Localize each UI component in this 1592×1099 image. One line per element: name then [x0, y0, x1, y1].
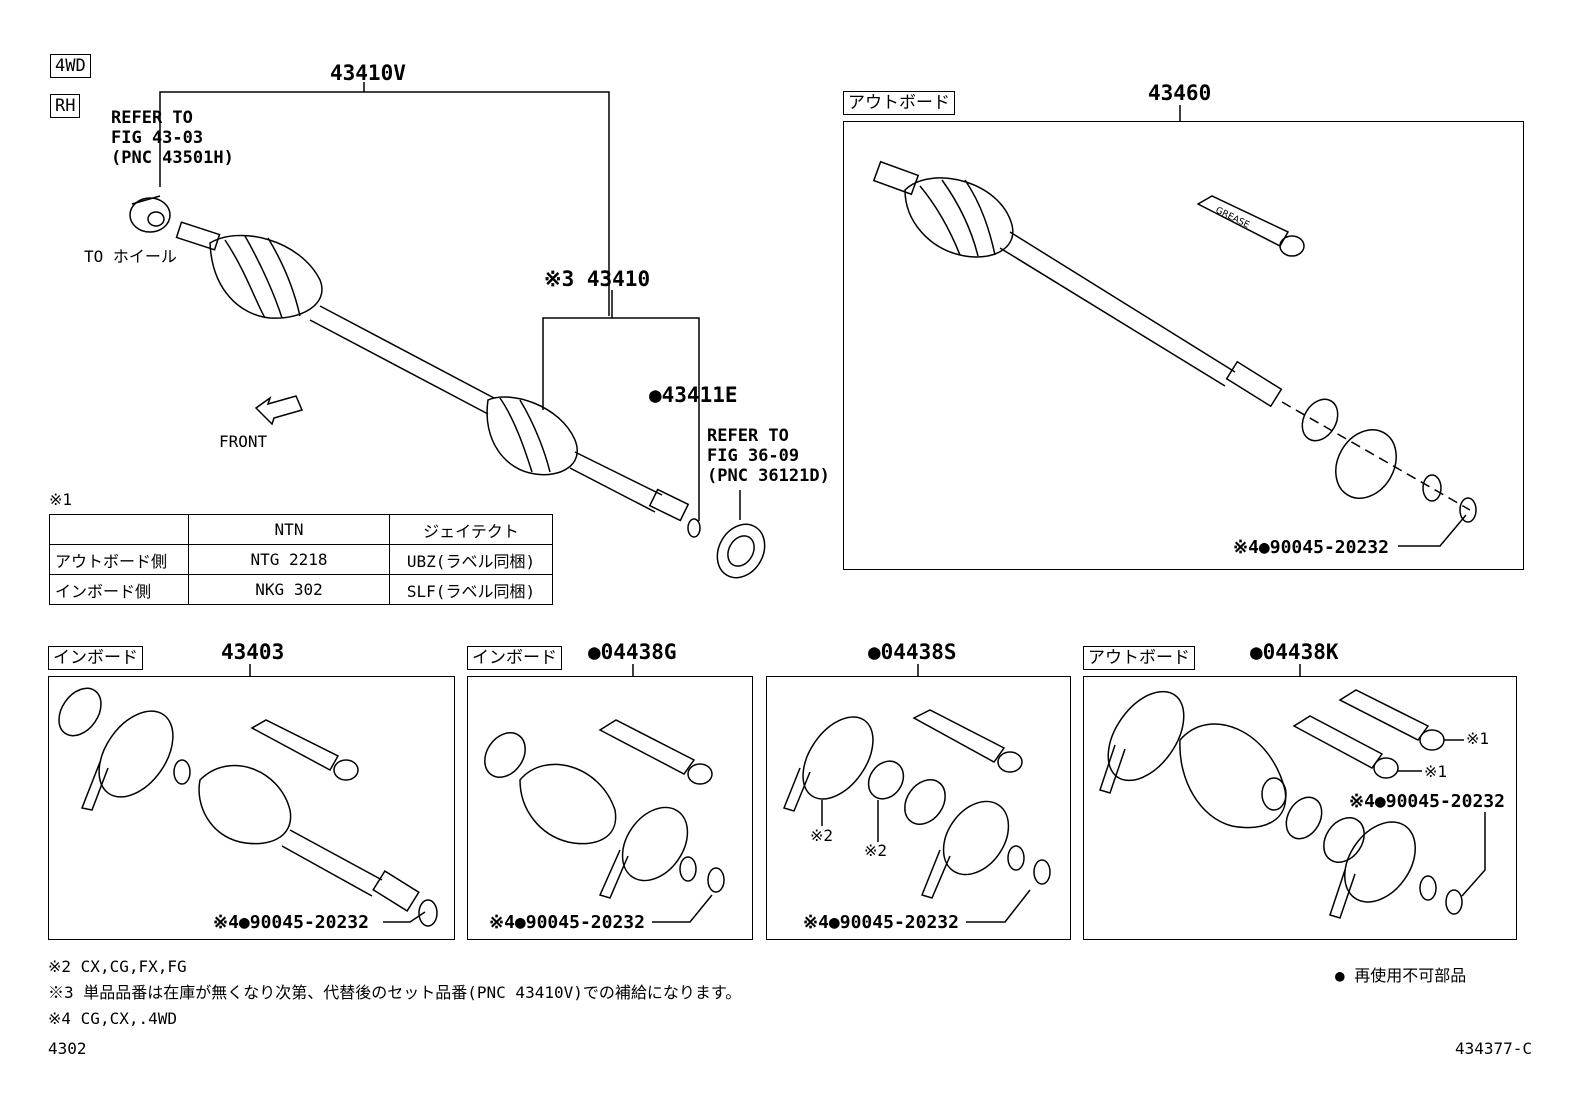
table-header-cell [49, 514, 189, 545]
coupler-spec-table: NTN ジェイテクト アウトボード側 NTG 2218 UBZ(ラベル同梱) イ… [49, 514, 553, 605]
panel-04438g-callout[interactable]: ※4●90045-20232 [489, 912, 645, 933]
figure-code: 434377-C [1455, 1039, 1533, 1058]
note-2-b: ※2 [864, 841, 888, 860]
refer-to-fig-43-03[interactable]: REFER TO FIG 43-03 (PNC 43501H) [111, 108, 234, 168]
pnc-04438s[interactable]: ●04438S [868, 640, 957, 664]
panel-43403-callout[interactable]: ※4●90045-20232 [213, 912, 369, 933]
note-1-b: ※1 [1424, 762, 1448, 781]
panel-43460-tag: アウトボード [843, 91, 955, 115]
to-wheel-label: TO ホイール [84, 247, 177, 266]
table-note: ※1 [49, 490, 73, 509]
pnc-43410[interactable]: ※3 43410 [544, 267, 651, 291]
panel-04438g [467, 676, 753, 940]
note-2-a: ※2 [810, 826, 834, 845]
panel-04438s-callout[interactable]: ※4●90045-20232 [803, 912, 959, 933]
footnote-3: ※3 単品品番は在庫が無くなり次第、代替後のセット品番(PNC 43410V)で… [48, 983, 742, 1002]
pnc-43403[interactable]: 43403 [221, 640, 285, 664]
note-1-a: ※1 [1466, 729, 1490, 748]
table-header-cell: ジェイテクト [389, 514, 553, 545]
table-cell: SLF(ラベル同梱) [389, 574, 553, 605]
badge-4wd: 4WD [50, 54, 91, 78]
panel-04438k [1083, 676, 1517, 940]
pnc-43411e[interactable]: ●43411E [649, 383, 738, 407]
panel-04438k-tag: アウトボード [1083, 646, 1195, 670]
panel-43403-tag: インボード [48, 646, 143, 670]
front-label: FRONT [219, 432, 268, 451]
pnc-43410v[interactable]: 43410V [330, 61, 406, 85]
panel-04438k-callout[interactable]: ※4●90045-20232 [1349, 791, 1505, 812]
pnc-43460[interactable]: 43460 [1148, 81, 1212, 105]
footnote-2: ※2 CX,CG,FX,FG [48, 957, 187, 976]
page-code: 4302 [48, 1039, 87, 1058]
table-cell: NTG 2218 [188, 544, 390, 575]
panel-43460-callout[interactable]: ※4●90045-20232 [1233, 537, 1389, 558]
table-row: アウトボード側 NTG 2218 UBZ(ラベル同梱) [49, 544, 553, 575]
panel-43403 [48, 676, 455, 940]
panel-04438g-tag: インボード [467, 646, 562, 670]
table-row: インボード側 NKG 302 SLF(ラベル同梱) [49, 574, 553, 605]
footnote-4: ※4 CG,CX,.4WD [48, 1009, 177, 1028]
table-header-row: NTN ジェイテクト [49, 514, 553, 545]
panel-04438s [766, 676, 1071, 940]
table-cell: NKG 302 [188, 574, 390, 605]
pnc-04438g[interactable]: ●04438G [588, 640, 677, 664]
badge-rh: RH [50, 94, 81, 118]
pnc-04438k[interactable]: ●04438K [1250, 640, 1339, 664]
legend-non-reusable: ● 再使用不可部品 [1335, 966, 1467, 985]
refer-to-fig-36-09[interactable]: REFER TO FIG 36-09 (PNC 36121D) [707, 426, 830, 486]
table-cell: インボード側 [49, 574, 189, 605]
table-cell: UBZ(ラベル同梱) [389, 544, 553, 575]
panel-43460 [843, 121, 1524, 570]
